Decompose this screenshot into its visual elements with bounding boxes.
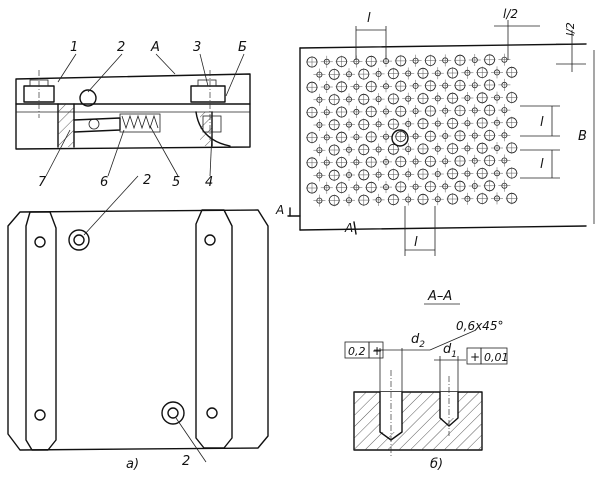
tolerance-2-symbol: + (470, 350, 480, 364)
dim-pitch-bottom: l (414, 235, 418, 250)
callout-6: 6 (100, 175, 108, 190)
plan-callout-top: 2 (143, 173, 151, 188)
tolerance-1-symbol: + (372, 344, 382, 358)
grid-view: l l/2 l/2 l l B l A A (275, 7, 595, 256)
plan-view: 2 2 а) (7, 173, 269, 472)
section-marker-a: A (150, 40, 160, 55)
dim-height: B (578, 129, 587, 144)
tolerance-2-value: 0,01 (484, 351, 509, 364)
diameter-2: d1 (443, 342, 457, 360)
chamfer-label: 0,6x45° (456, 319, 503, 333)
dim-pitch-top: l (367, 11, 371, 26)
callout-7: 7 (38, 175, 47, 190)
caption-a: а) (126, 457, 139, 472)
dim-pitch-right-2: l (540, 157, 544, 172)
section-marker-left: A (275, 203, 284, 217)
hole-center-large (391, 129, 409, 147)
section-view: 1 2 A 3 Б 7 6 5 4 (15, 40, 251, 190)
tolerance-1-value: 0,2 (348, 345, 366, 358)
callout-4: 4 (205, 175, 213, 190)
dim-half-pitch-right: l/2 (564, 22, 577, 36)
detail-title: A–A (427, 289, 452, 304)
dim-pitch-right-1: l (540, 115, 544, 130)
dim-half-pitch: l/2 (503, 7, 518, 21)
callout-5: 5 (172, 175, 180, 190)
hole-grid (306, 53, 518, 207)
callout-3: 3 (193, 40, 201, 55)
plan-callout-bottom: 2 (182, 454, 190, 469)
callout-1: 1 (70, 40, 78, 55)
section-marker-b: Б (238, 40, 247, 55)
caption-b: б) (430, 457, 443, 472)
detail-view: A–A d2 0,6x45° d1 0,2 + + (344, 289, 509, 472)
section-marker-bottom: A (344, 221, 353, 235)
diameter-1: d2 (411, 332, 425, 350)
callout-2: 2 (117, 40, 125, 55)
